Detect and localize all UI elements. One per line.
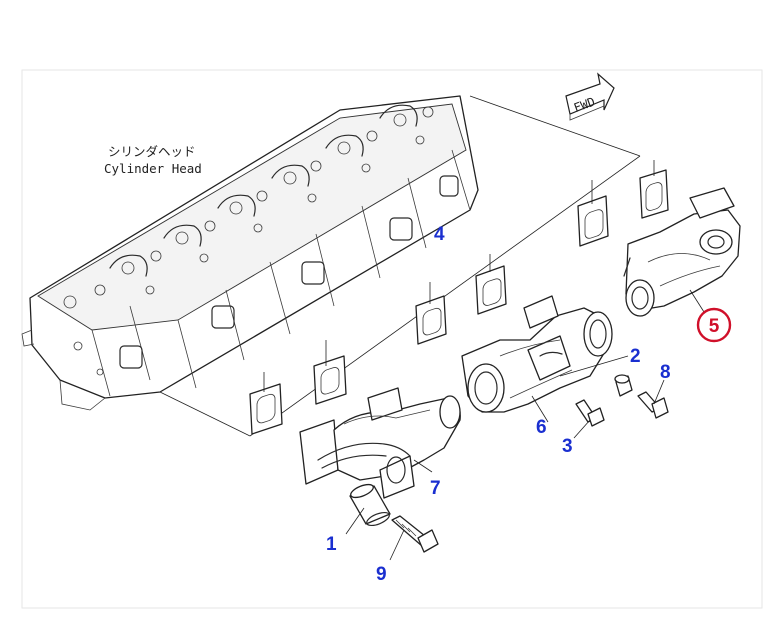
callout-9: 9: [376, 564, 387, 585]
callout-7: 7: [430, 478, 441, 499]
head-label-en: Cylinder Head: [104, 161, 202, 176]
callout-2: 2: [630, 346, 641, 367]
callout-leaders: [345, 289, 705, 561]
cylinder-head-illustration: [21, 95, 479, 411]
callout-4: 4: [434, 224, 445, 245]
callout-1: 1: [326, 534, 337, 555]
head-label-jp: シリンダヘッド: [108, 144, 196, 159]
collar-part-2: [614, 374, 633, 397]
fwd-arrow-icon: [565, 72, 615, 121]
spacer-sleeve-part-1: [349, 483, 391, 527]
short-bolt-part-3: [575, 399, 605, 427]
callout-5-highlight: 5: [696, 307, 732, 343]
callout-6: 6: [536, 417, 547, 438]
callout-8: 8: [660, 362, 671, 383]
manifold-rear-part-5: [623, 187, 741, 317]
gasket-set: [249, 160, 669, 435]
manifold-front-part-7: [299, 387, 461, 499]
manifold-middle-part-6: [461, 295, 613, 413]
callout-5: 5: [709, 316, 720, 337]
callout-3: 3: [562, 436, 573, 457]
fwd-label: FWD: [572, 95, 597, 116]
long-bolt-part-9: [391, 515, 439, 553]
bolt-part-8: [637, 391, 669, 419]
